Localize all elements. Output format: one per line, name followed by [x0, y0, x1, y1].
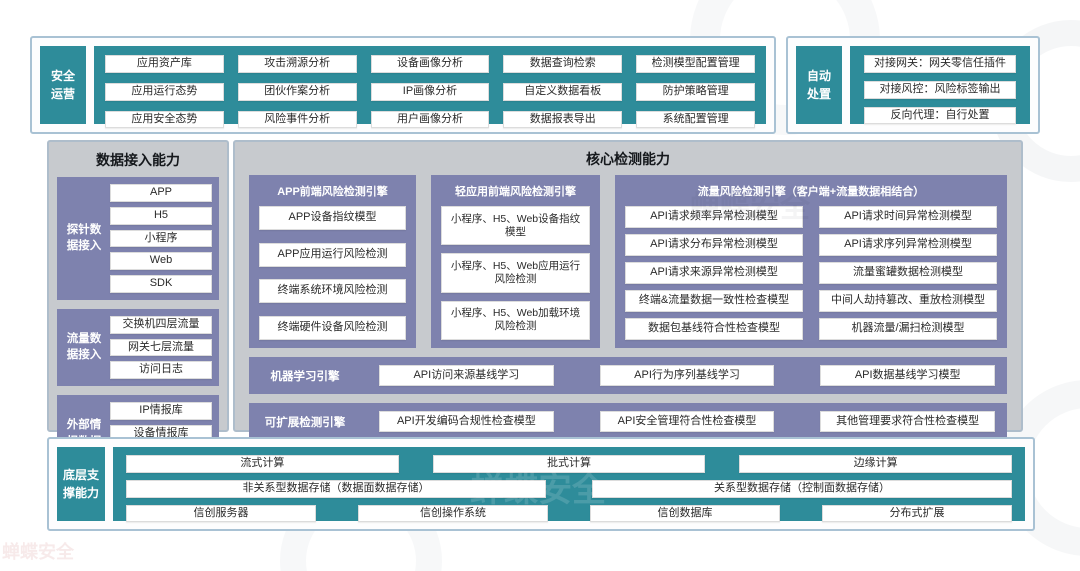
diagram-node: APP	[110, 184, 212, 202]
diagram-node: 网关七层流量	[110, 338, 212, 357]
diagram-node: 交换机四层流量	[110, 315, 212, 334]
diagram-node: 中间人劫持篡改、重放检测模型	[819, 290, 997, 312]
diagram-node: 边缘计算	[739, 455, 1012, 473]
app-frontend-engine: APP前端风险检测引擎 APP设备指纹模型 APP应用运行风险检测终端系统环境风险…	[249, 175, 416, 348]
diagram-node: API安全管理符合性检查模型	[599, 411, 775, 432]
traffic-risk-engine: 流量风险检测引擎（客户端+流量数据相结合） API请求频率异常检测模型 API请求…	[615, 175, 1007, 348]
diagram-node: IP画像分析	[370, 82, 490, 101]
machine-learning-engine-label: 机器学习引擎	[270, 370, 340, 383]
diagram-node: 非关系型数据存储（数据面数据存储）	[126, 479, 546, 498]
diagram-node: 小程序、H5、Web设备指纹模型	[441, 206, 590, 246]
traffic-data-access-group: 流量数据接入 交换机四层流量网关七层流量访问日志	[57, 308, 219, 386]
diagram-node: 终端&流量数据一致性检查模型	[625, 290, 803, 312]
traffic-data-access-label: 流量数据接入	[66, 332, 102, 362]
extensible-engine-label: 可扩展检测引擎	[264, 416, 346, 429]
diagram-node: 对接网关：网关零信任插件	[864, 55, 1016, 73]
diagram-node: 批式计算	[432, 455, 706, 473]
diagram-node: 自定义数据看板	[503, 82, 623, 101]
watermark-text: 蝉蝶安全	[2, 542, 74, 562]
diagram-node: SDK	[110, 275, 212, 293]
diagram-node: 流量蜜罐数据检测模型	[819, 262, 997, 284]
diagram-node: 分布式扩展	[822, 504, 1012, 523]
diagram-node: 对接风控：风险标签输出	[864, 80, 1016, 99]
diagram-node: API请求时间异常检测模型	[819, 206, 997, 228]
infrastructure-section: 底层支撑能力 流式计算 批式计算 边缘计算 非关系型数据存储（数据面数据存储） 关系型…	[47, 437, 1035, 531]
diagram-node: APP设备指纹模型	[259, 206, 406, 230]
core-detection-title: 核心检测能力	[586, 151, 670, 167]
diagram-node: 反向代理：自行处置	[864, 106, 1016, 125]
diagram-node: 终端系统环境风险检测	[259, 279, 406, 304]
diagram-node: 检测模型配置管理	[636, 55, 755, 73]
extensible-engine-bar: 可扩展检测引擎 API开发编码合规性检查模型 API安全管理符合性检查模型 其他管理…	[249, 403, 1007, 440]
diagram-node: 应用资产库	[105, 55, 224, 73]
diagram-node: 小程序	[110, 229, 212, 248]
diagram-node: 风险事件分析	[237, 110, 357, 129]
diagram-node: 应用运行态势	[105, 82, 224, 101]
diagram-node: 攻击溯源分析	[237, 55, 357, 73]
diagram-node: 应用安全态势	[105, 110, 224, 129]
infrastructure-label: 底层支撑能力	[57, 447, 105, 521]
probe-data-access-label: 探针数据接入	[66, 223, 102, 253]
diagram-node: 系统配置管理	[636, 110, 755, 129]
diagram-node: API访问来源基线学习	[379, 365, 554, 386]
diagram-node: API请求序列异常检测模型	[819, 234, 997, 256]
diagram-node: 访问日志	[110, 361, 212, 379]
diagram-node: API请求频率异常检测模型	[625, 206, 803, 228]
diagram-node: API数据基线学习模型	[820, 365, 996, 386]
diagram-node: H5	[110, 206, 212, 225]
diagram-node: API请求来源异常检测模型	[625, 262, 803, 284]
security-operations-grid: 应用资产库攻击溯源分析设备画像分析数据查询检索检测模型配置管理应用运行态势团伙作…	[94, 46, 766, 129]
diagram-node: 关系型数据存储（控制面数据存储）	[592, 479, 1012, 498]
diagram-node: 数据包基线符合性检查模型	[625, 318, 803, 340]
app-frontend-engine-title: APP前端风险检测引擎	[277, 186, 388, 198]
diagram-node: 流式计算	[126, 455, 399, 473]
machine-learning-engine-bar: 机器学习引擎 API访问来源基线学习 API行为序列基线学习 API数据基线学习模型	[249, 357, 1007, 394]
auto-disposal-label: 自动处置	[796, 46, 842, 124]
lite-app-frontend-engine: 轻应用前端风险检测引擎 小程序、H5、Web设备指纹模型小程序、H5、Web应用…	[431, 175, 600, 348]
diagram-node: 信创操作系统	[358, 504, 548, 523]
auto-disposal-list: 对接网关：网关零信任插件对接风控：风险标签输出反向代理：自行处置	[850, 46, 1030, 125]
auto-disposal-section: 自动处置 对接网关：网关零信任插件对接风控：风险标签输出反向代理：自行处置	[786, 36, 1040, 134]
diagram-node: 信创服务器	[126, 504, 316, 523]
diagram-node: 机器流量/漏扫检测模型	[819, 318, 997, 340]
diagram-node: 终端硬件设备风险检测	[259, 315, 406, 340]
diagram-node: 小程序、H5、Web加载环境风险检测	[441, 300, 590, 340]
diagram-node: 数据查询检索	[503, 55, 623, 73]
traffic-risk-engine-title: 流量风险检测引擎（客户端+流量数据相结合）	[697, 186, 925, 198]
diagram-node: 信创数据库	[590, 504, 780, 523]
diagram-node: 用户画像分析	[370, 110, 490, 129]
diagram-node: 设备画像分析	[370, 55, 490, 73]
infrastructure-panel: 流式计算 批式计算 边缘计算 非关系型数据存储（数据面数据存储） 关系型数据存储（控制…	[113, 447, 1025, 523]
diagram-node: 数据报表导出	[503, 110, 623, 129]
diagram-node: 防护策略管理	[636, 82, 755, 101]
diagram-node: API开发编码合规性检查模型	[379, 411, 554, 432]
data-access-title: 数据接入能力	[96, 152, 180, 168]
diagram-node: IP情报库	[110, 402, 212, 420]
security-operations-label: 安全运营	[40, 46, 86, 124]
diagram-node: 团伙作案分析	[237, 82, 357, 101]
diagram-node: API行为序列基线学习	[599, 365, 775, 386]
diagram-node: Web	[110, 252, 212, 270]
lite-app-frontend-engine-title: 轻应用前端风险检测引擎	[455, 186, 576, 198]
security-operations-section: 安全运营 应用资产库攻击溯源分析设备画像分析数据查询检索检测模型配置管理应用运行…	[30, 36, 776, 134]
diagram-node: APP应用运行风险检测	[259, 242, 406, 267]
diagram-node: API请求分布异常检测模型	[625, 234, 803, 256]
diagram-node: 小程序、H5、Web应用运行风险检测	[441, 253, 590, 293]
diagram-node: 其他管理要求符合性检查模型	[820, 411, 996, 432]
